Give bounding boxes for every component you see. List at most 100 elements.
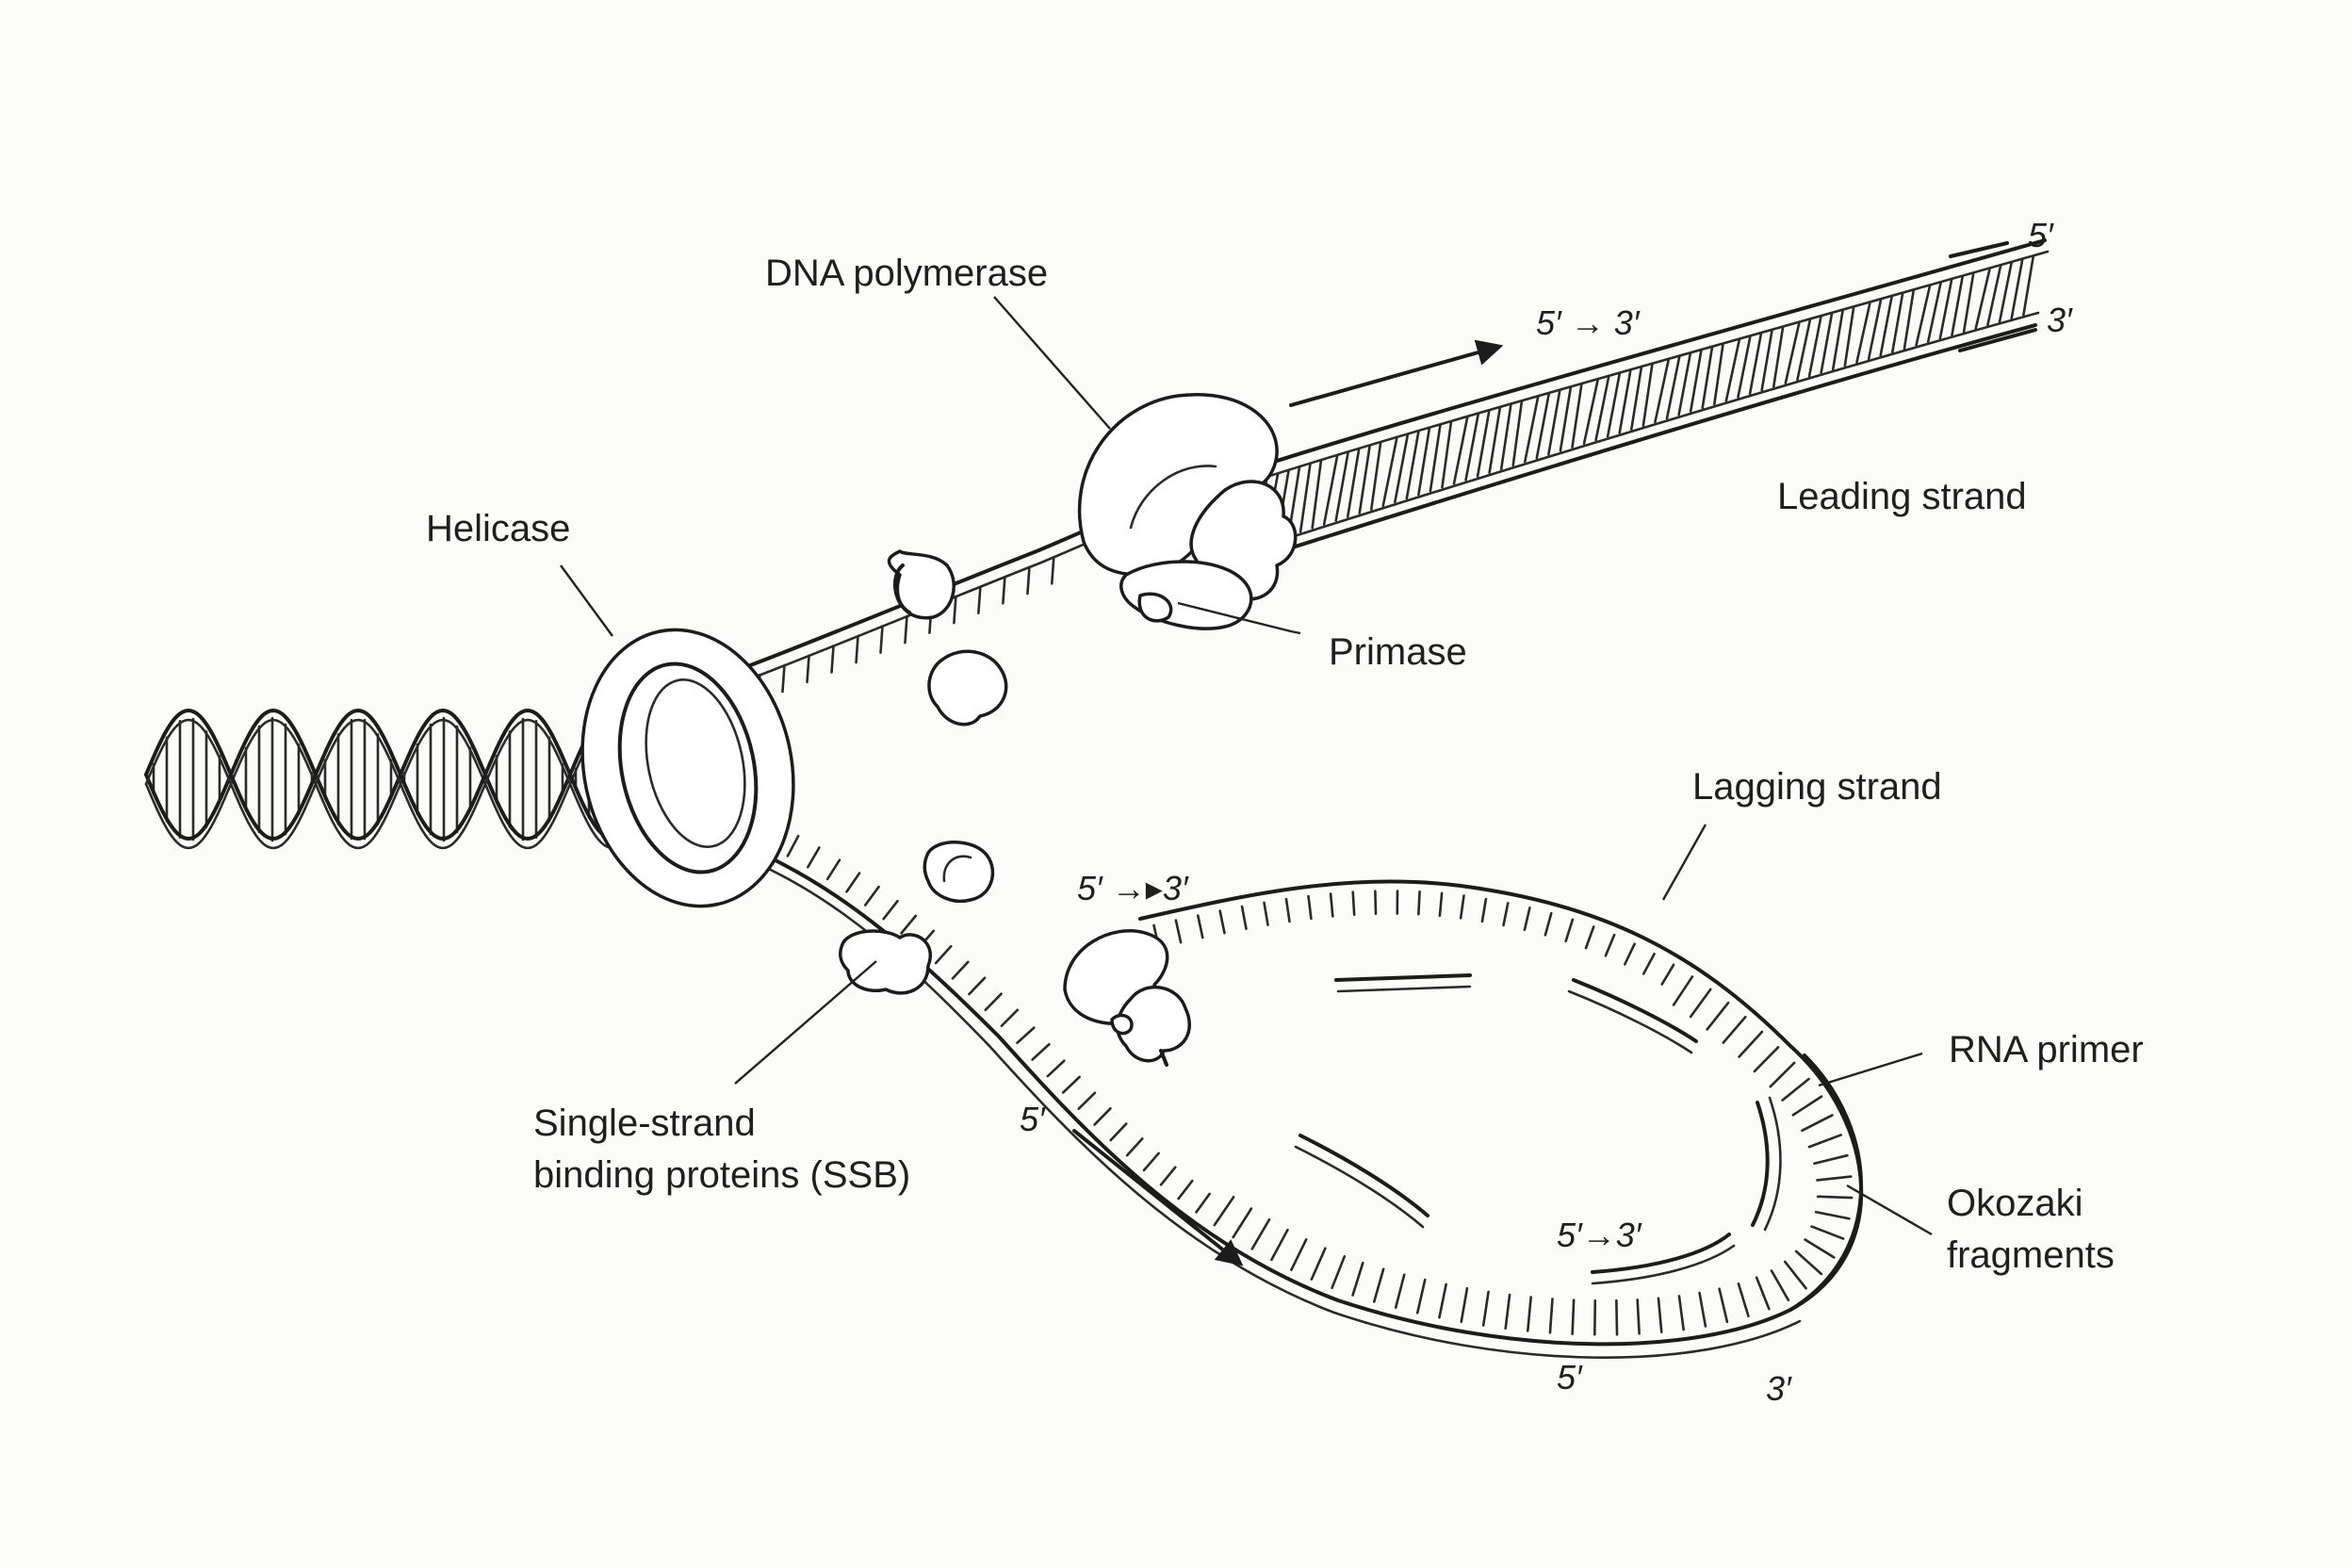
lagging-rung bbox=[1291, 1239, 1306, 1269]
label-rna-primer: RNA primer bbox=[1949, 1029, 2144, 1070]
lagging-rung bbox=[1127, 1138, 1142, 1155]
lagging-rung bbox=[1215, 1197, 1233, 1225]
lagging-rung bbox=[1545, 913, 1551, 935]
leading-direction-arrow bbox=[1291, 347, 1498, 405]
rna-primer-arc bbox=[1753, 1102, 1768, 1225]
lagging-rung bbox=[1756, 1278, 1769, 1309]
lagging-rung bbox=[1048, 1061, 1065, 1076]
leading-rung bbox=[1773, 327, 1783, 386]
leading-rung bbox=[1762, 331, 1772, 390]
leading-rung bbox=[1360, 446, 1370, 514]
leading-rung bbox=[1881, 297, 1892, 355]
lagging-strand-arm bbox=[660, 792, 1861, 1357]
lagging-rung bbox=[1331, 894, 1332, 917]
leading-bottom-end-line bbox=[1960, 330, 2035, 351]
lagging-rung bbox=[1796, 1251, 1821, 1274]
lagging-rung bbox=[1606, 935, 1614, 956]
leading-rung bbox=[1726, 339, 1740, 400]
leading-rung bbox=[1679, 353, 1690, 415]
leader-rna-primer bbox=[1819, 1054, 1922, 1086]
leading-rung bbox=[1300, 464, 1310, 531]
leading-rung bbox=[1548, 390, 1560, 454]
okazaki-fragment-2 bbox=[1574, 980, 1696, 1041]
lagging-rung bbox=[936, 946, 951, 963]
leading-rung bbox=[1643, 364, 1653, 425]
leading-single-rung bbox=[905, 616, 906, 643]
leading-single-rung bbox=[782, 665, 784, 692]
leading-rung bbox=[1442, 421, 1451, 487]
okazaki-fragment-2-inner bbox=[1569, 991, 1691, 1053]
lagging-rung bbox=[1033, 1044, 1050, 1059]
lagging-rung bbox=[1809, 1135, 1841, 1147]
lagging-rung bbox=[1312, 1249, 1326, 1280]
leading-single-rung bbox=[1027, 567, 1029, 594]
leading-rung bbox=[2012, 260, 2022, 318]
lagging-strand-base-pairs bbox=[680, 792, 1852, 1334]
label-helicase: Helicase bbox=[426, 508, 570, 549]
lagging-rung bbox=[1658, 1298, 1661, 1332]
leading-rung bbox=[1631, 368, 1642, 430]
lagging-rung bbox=[1353, 892, 1354, 915]
lagging-rung bbox=[1662, 965, 1674, 985]
leading-single-rung bbox=[978, 587, 980, 613]
leading-rung bbox=[1738, 336, 1750, 397]
lagging-rung bbox=[1616, 1300, 1617, 1334]
lagging-rung bbox=[1242, 906, 1246, 929]
mark-lagging-direction: 5′ →▸3′ bbox=[1077, 869, 1189, 907]
leading-single-rung bbox=[832, 645, 834, 672]
leading-rung bbox=[1856, 302, 1870, 362]
lagging-rung bbox=[1002, 1010, 1018, 1026]
lagging-rung bbox=[1271, 1230, 1287, 1260]
label-okazaki-line1: Okozaki bbox=[1947, 1183, 2083, 1224]
leading-new-strand-inner bbox=[1211, 313, 2038, 563]
lagging-rung bbox=[1197, 1194, 1210, 1212]
leading-rung bbox=[1928, 283, 1940, 342]
lagging-rung bbox=[1785, 1262, 1805, 1288]
mark-leading-direction: 5′ → 3′ bbox=[1536, 303, 1641, 342]
leading-single-rung bbox=[954, 596, 956, 623]
leading-rung bbox=[1371, 443, 1380, 510]
lagging-rung bbox=[1504, 903, 1509, 925]
lagging-rung bbox=[788, 836, 798, 856]
lagging-rung bbox=[1723, 1017, 1745, 1042]
lagging-rung bbox=[1805, 1240, 1835, 1258]
leading-rung bbox=[1490, 407, 1500, 472]
leading-rung bbox=[1786, 322, 1800, 383]
lagging-rung bbox=[1527, 1298, 1530, 1331]
lagging-rung bbox=[1375, 891, 1376, 914]
leading-single-rung bbox=[808, 656, 809, 682]
leading-rung bbox=[1584, 380, 1598, 444]
label-ssb-line2: binding proteins (SSB) bbox=[533, 1154, 910, 1196]
leading-new-strand bbox=[1206, 325, 2035, 575]
lagging-rung bbox=[846, 874, 859, 892]
leading-rung bbox=[1336, 452, 1348, 521]
label-ssb-line1: Single-strand bbox=[533, 1102, 756, 1144]
leading-rung bbox=[1667, 356, 1679, 418]
lagging-rung bbox=[969, 978, 985, 994]
leading-rung bbox=[1620, 370, 1631, 433]
lagging-polymerase-protein bbox=[1065, 931, 1189, 1065]
lagging-rung bbox=[865, 887, 878, 905]
lagging-rung bbox=[1417, 1280, 1425, 1313]
lagging-rung bbox=[1439, 1284, 1446, 1317]
leading-rung bbox=[1407, 432, 1419, 498]
leading-rung bbox=[1821, 314, 1832, 373]
lagging-rung bbox=[1674, 976, 1692, 1004]
lagging-rung bbox=[1233, 1209, 1251, 1237]
lagging-rung bbox=[1817, 1177, 1851, 1181]
lagging-rung bbox=[1079, 1093, 1095, 1109]
mark-bottom-3: 3′ bbox=[1766, 1369, 1792, 1408]
lagging-rung bbox=[1353, 1263, 1364, 1295]
lagging-rung bbox=[1720, 1289, 1727, 1322]
lower-strand-direction-arrow bbox=[1074, 1131, 1239, 1263]
leading-rung bbox=[2023, 256, 2033, 315]
leading-rung bbox=[1478, 411, 1489, 477]
leading-single-rung bbox=[881, 627, 883, 653]
lagging-rung bbox=[1095, 1108, 1111, 1124]
leading-rung bbox=[1466, 414, 1478, 480]
leading-rung bbox=[1869, 300, 1881, 359]
leading-rung bbox=[1976, 270, 1990, 329]
lagging-rung bbox=[1586, 927, 1593, 949]
